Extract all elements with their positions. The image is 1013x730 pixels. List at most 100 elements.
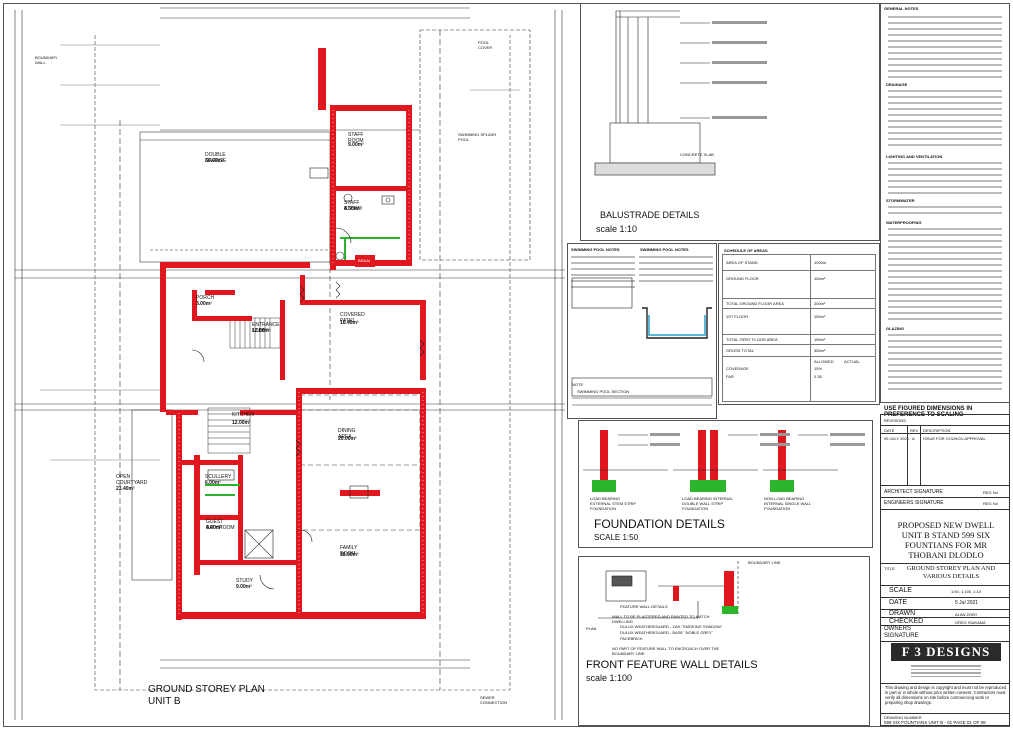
rev-row-date: 05 JULY 2021	[884, 436, 909, 441]
front-wall-boundary: BOUNDARY LINE	[748, 560, 781, 565]
room-area-staff-room: 9.00m²	[348, 142, 364, 148]
architect-reg: REG No	[983, 490, 998, 495]
room-label-study: STUDY	[236, 578, 253, 584]
front-wall-feature-label: FEATURE WALL DETAILS	[620, 604, 668, 609]
firm-contact-lines	[911, 665, 981, 677]
plan-title-line1: GROUND STOREY PLAN	[148, 684, 265, 695]
balustrade-concrete-label: CONCRETE SLAB	[680, 152, 714, 157]
dimensions-note: USE FIGURED DIMENSIONS IN PREFERENCE TO …	[884, 406, 973, 418]
room-area-courtyard: 23.40m²	[116, 486, 135, 492]
room-label-staff-room: STAFF ROOM	[348, 132, 364, 144]
firm-logo: F 3 DESIGNS	[891, 643, 1001, 661]
front-wall-panel	[578, 556, 870, 726]
room-area-guest-bath: 4.00m²	[206, 525, 222, 531]
plan-title-line2: UNIT B	[148, 696, 181, 707]
pool-notes-heading-2: SWIMMING POOL NOTES	[640, 247, 689, 252]
room-area-garage: 36.00m²	[205, 158, 224, 164]
room-area-dining: 20.00m²	[338, 436, 357, 442]
schedule-actual: ACTUAL	[844, 359, 860, 364]
pool-notes-heading-1: SWIMMING POOL NOTES	[571, 247, 620, 252]
drawing-label: TITLE	[884, 566, 895, 571]
room-area-entrance: 12.00m²	[252, 328, 271, 334]
copyright-note: This drawing and design is copyright and…	[885, 685, 1007, 705]
rev-header-date: DATE	[884, 428, 895, 433]
general-notes: GENERAL NOTES	[884, 6, 1006, 401]
schedule-row-1-value: 154m²	[814, 276, 826, 281]
balustrade-drawing	[594, 10, 767, 176]
schedule-row-3-value: 150m²	[814, 314, 826, 319]
general-notes-panel	[880, 3, 1010, 403]
architect-sig: ARCHITECT SIGNATURE	[884, 489, 943, 495]
notes-waterproofing: WATERPROOFING	[886, 220, 922, 225]
foundation-caption-1: LOAD BEARING EXTERNAL STEM STRIP FOUNDAT…	[590, 496, 637, 511]
firm-name: F 3 DESIGNS	[901, 644, 991, 659]
pool-notes-lines	[567, 254, 717, 419]
boundary-label: BOUNDARY WALL	[35, 55, 58, 65]
scale-label: SCALE	[889, 587, 912, 594]
room-area-study: 9.00m²	[236, 584, 252, 590]
balustrade-title: BALUSTRADE DETAILS	[600, 210, 700, 220]
room-label-entrance: ENTRANCE LOBBY	[252, 322, 280, 334]
room-area-family: 18.00m²	[340, 552, 359, 558]
rev-header-rev: REV	[910, 428, 919, 433]
plan-title: GROUND STOREY PLAN UNIT B	[148, 684, 265, 708]
revisions-label: REVISIONS	[884, 418, 906, 423]
schedule-panel	[718, 243, 880, 405]
schedule-row-0-value: 1000m	[814, 260, 827, 265]
foundation-drawing	[583, 430, 865, 492]
checked-label: CHECKED	[889, 618, 924, 625]
notes-lighting: LIGHTING AND VENTILATION	[886, 154, 943, 159]
room-label-staff-bath: STAFF BTHRM	[344, 200, 362, 212]
pool-section-label: SWIMMING POOL SECTION	[577, 389, 630, 394]
drawing-no: 599 SIX FOUNTIANS UNIT B - 01 PAGE 01 OF…	[884, 720, 986, 725]
notes-drainage: DRAINAGE	[886, 82, 908, 87]
front-wall-note1: WALL TO BE PLASTERED AND PAINTED TO MATC…	[612, 614, 710, 624]
front-wall-paint-2: DULUX WEATHERGUARD - BASE "NOBLE GREY"	[620, 630, 714, 635]
rev-header-desc: DESCRIPTION	[923, 428, 951, 433]
drawing-title: GROUND STOREY PLAN AND VARIOUS DETAILS	[906, 565, 996, 580]
schedule-title: SCHEDULE OF AREAS	[724, 248, 768, 253]
front-wall-note2: NO PART OF FEATURE WALL TO ENCROACH OVER…	[612, 646, 720, 656]
pool-section-drawing	[571, 277, 713, 406]
notes-glazing: GLAZING	[886, 326, 904, 331]
drawn-value: ALAN ZOBY	[955, 612, 978, 617]
rev-row-desc: ISSUE FOR COUNCIL APPROVAL	[923, 436, 986, 441]
schedule-row-7-label: FAR	[726, 374, 734, 379]
room-area-covered-patio: 16.40m²	[340, 320, 359, 326]
room-label-guest-bath: GUEST BATHROOM	[206, 519, 235, 531]
notes-lines: DRAINAGE LIGHTING AND VENTILATION STORMW…	[884, 14, 1006, 404]
scale-value: 1:50, 1:100, 1:10	[951, 589, 982, 594]
schedule-row-2-value: 200m²	[814, 301, 826, 306]
foundation-title: FOUNDATION DETAILS	[594, 517, 725, 531]
title-block: REVISIONS DATE REV DESCRIPTION 05 JULY 2…	[880, 414, 1010, 726]
braai-label: BRAAI	[358, 258, 371, 263]
foundation-panel	[578, 420, 873, 548]
room-area-staff-bath: 4.50m²	[344, 206, 360, 212]
drawn-label: DRAWN	[889, 610, 916, 617]
notes-stormwater: STORMWATER	[886, 198, 915, 203]
front-wall-title: FRONT FEATURE WALL DETAILS	[586, 659, 758, 671]
schedule-row-1-label: GROUND FLOOR	[726, 276, 759, 281]
room-label-porch: PORCH	[196, 295, 215, 301]
sewer-label: SEWER CONNECTION	[480, 695, 507, 705]
schedule-row-6-value: 15%	[814, 366, 823, 371]
room-label-scullery: SCULLERY	[205, 474, 232, 480]
schedule-row-4-value: 150m²	[814, 337, 826, 342]
checked-value: GREG ISAKAMA	[955, 620, 986, 625]
drawing-no-label: DRAWING NUMBER	[884, 715, 922, 720]
room-label-family: FAMILY ROOM	[340, 545, 358, 557]
schedule-row-5-label: GROSS TOTAL	[726, 348, 755, 353]
schedule-table: SCHEDULE OF AREAS AREA OF STAND 1000m GR…	[722, 248, 876, 402]
room-area-scullery: 6.00m²	[205, 480, 221, 486]
schedule-row-4-label: TOTAL FIRST FLOOR AREA	[726, 337, 778, 342]
project-title: PROPOSED NEW DWELL UNIT B STAND 599 SIX …	[897, 520, 995, 560]
schedule-row-5-value: 350m²	[814, 348, 826, 353]
date-value: 5 Jul 2021	[955, 600, 979, 606]
schedule-row-7-value: 0.35	[814, 374, 822, 379]
schedule-row-2-label: TOTAL GROUND FLOOR AREA	[726, 301, 784, 306]
balustrade-scale: scale 1:10	[596, 224, 638, 234]
room-label-courtyard: OPEN COURTYARD	[116, 474, 148, 486]
front-wall-scale: scale 1:100	[586, 673, 633, 683]
front-wall-plan-label: PLAN	[586, 626, 597, 631]
foundation-scale: SCALE 1:50	[594, 533, 639, 542]
